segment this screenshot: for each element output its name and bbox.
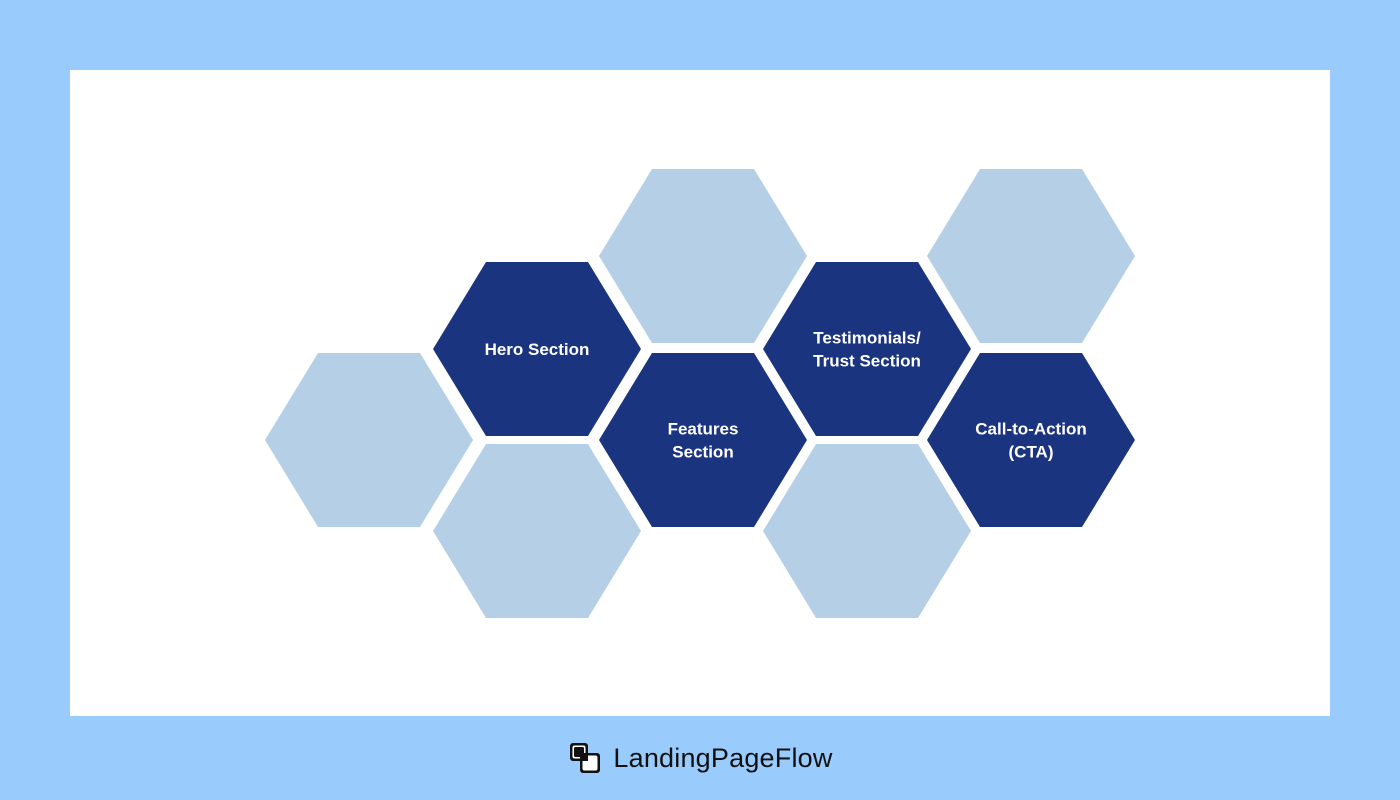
hexagon-shape <box>927 353 1135 527</box>
hexagon-shape <box>599 353 807 527</box>
hexagon-hex-bottom-left <box>433 444 641 618</box>
hexagon-label: Testimonials/Trust Section <box>813 329 921 371</box>
hexagon-call-to-action: Call-to-Action (CTA) <box>927 353 1135 527</box>
hexagon-shape <box>265 353 473 527</box>
hexagon-testimonials-trust-section: Testimonials/Trust Section <box>763 262 971 436</box>
hexagon-shape <box>763 444 971 618</box>
brand-name[interactable]: LandingPageFlow <box>613 742 833 773</box>
hexagon-label-line: Hero Section <box>485 340 590 359</box>
footer: LandingPageFlow <box>0 716 1400 800</box>
hexagon-label: Hero Section <box>485 340 590 359</box>
hexagon-label-line: Testimonials/ <box>813 329 921 348</box>
hexagon-label-line: Call-to-Action <box>975 420 1086 439</box>
hexagon-label-line: Trust Section <box>813 352 921 371</box>
hexagon-hex-left <box>265 353 473 527</box>
hexagon-hero-section: Hero Section <box>433 262 641 436</box>
hexagon-label-line: (CTA) <box>1009 443 1054 462</box>
hexagon-hex-top-center <box>599 169 807 343</box>
hexagon-hex-bottom-right <box>763 444 971 618</box>
hexagon-shape <box>433 262 641 436</box>
hexagon-hex-top-right <box>927 169 1135 343</box>
stacked-squares-logo-icon <box>570 743 601 773</box>
hexagon-shape <box>599 169 807 343</box>
hexagon-label-line: Features <box>668 420 739 439</box>
hexagon-shape <box>927 169 1135 343</box>
hexagon-label-line: Section <box>672 443 733 462</box>
hexagon-label: Call-to-Action (CTA) <box>975 420 1086 462</box>
hexagon-shape <box>433 444 641 618</box>
hexagon-shape <box>763 262 971 436</box>
